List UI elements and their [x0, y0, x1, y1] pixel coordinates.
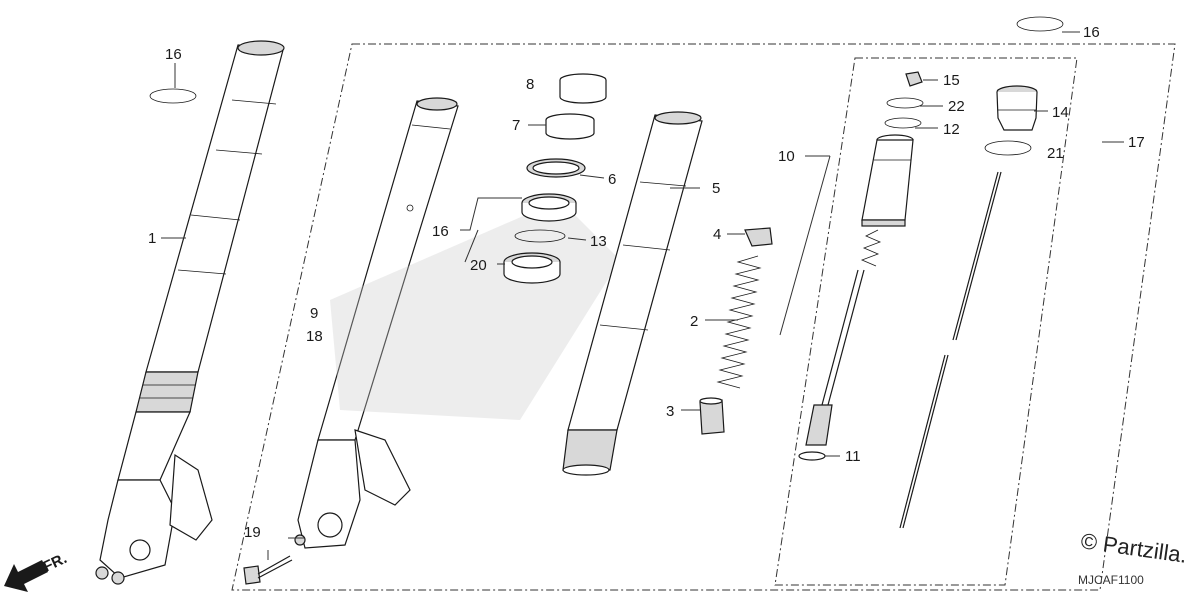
bolt-20 [243, 555, 293, 585]
nut-15 [905, 71, 923, 87]
watermark: © Partzilla. [1079, 528, 1188, 568]
rod-18 [899, 171, 1002, 529]
diagram-code: MJCAF1100 [1078, 573, 1144, 587]
callout-10: 10 [778, 148, 795, 165]
callout-16-right: 16 [1083, 24, 1100, 41]
spring-stopper-4 [744, 227, 773, 247]
o-ring-22 [984, 140, 1032, 156]
o-ring-12 [884, 117, 922, 129]
callout-1: 1 [148, 230, 156, 247]
callout-9: 9 [310, 305, 318, 322]
callout-19: 18 [306, 328, 323, 345]
callout-20: 19 [244, 524, 261, 541]
fork-bolt-14 [996, 85, 1038, 131]
callout-3: 3 [666, 403, 674, 420]
callout-17: 16 [432, 223, 449, 240]
o-ring-16-left [149, 88, 197, 104]
callout-5: 5 [712, 180, 720, 197]
callout-14: 14 [1052, 104, 1069, 121]
callout-16-left: 16 [165, 46, 182, 63]
callout-4: 4 [713, 226, 721, 243]
fork-inner-tube [562, 111, 703, 476]
callout-8: 8 [526, 76, 534, 93]
callout-22: 21 [1047, 145, 1064, 162]
callout-labels: 16 1 9 18 19 8 7 6 16 13 20 5 4 2 3 10 1… [148, 24, 1145, 541]
front-direction-arrow: FR. [4, 550, 70, 592]
callout-21: 20 [470, 257, 487, 274]
bushing-8 [559, 73, 607, 104]
clip-13 [514, 229, 566, 243]
outer-group-box [231, 43, 1176, 591]
fork-spring-2 [716, 255, 762, 389]
washer-11 [798, 451, 826, 461]
fork-outer-tube [294, 97, 459, 549]
o-ring-23 [886, 97, 924, 109]
oil-seal [521, 193, 577, 222]
bushing-7 [545, 113, 595, 140]
callout-18: 17 [1128, 134, 1145, 151]
fork-assembly-left [95, 40, 285, 585]
callout-12: 12 [943, 121, 960, 138]
callout-13: 13 [590, 233, 607, 250]
leader-lines [161, 31, 1124, 560]
dust-seal-21 [503, 252, 561, 284]
cartridge-assembly-10 [805, 134, 914, 446]
o-ring-16-right [1016, 16, 1064, 32]
callout-23: 22 [948, 98, 965, 115]
callout-15: 15 [943, 72, 960, 89]
shadow-dots [330, 200, 620, 420]
cartridge-group-box [774, 57, 1078, 586]
spacer-3 [699, 397, 725, 435]
direction-label: FR. [41, 550, 70, 576]
callout-2: 2 [690, 313, 698, 330]
callout-7: 7 [512, 117, 520, 134]
back-up-ring-6 [526, 158, 586, 178]
callout-11: 11 [845, 448, 861, 465]
callout-6: 6 [608, 171, 616, 188]
